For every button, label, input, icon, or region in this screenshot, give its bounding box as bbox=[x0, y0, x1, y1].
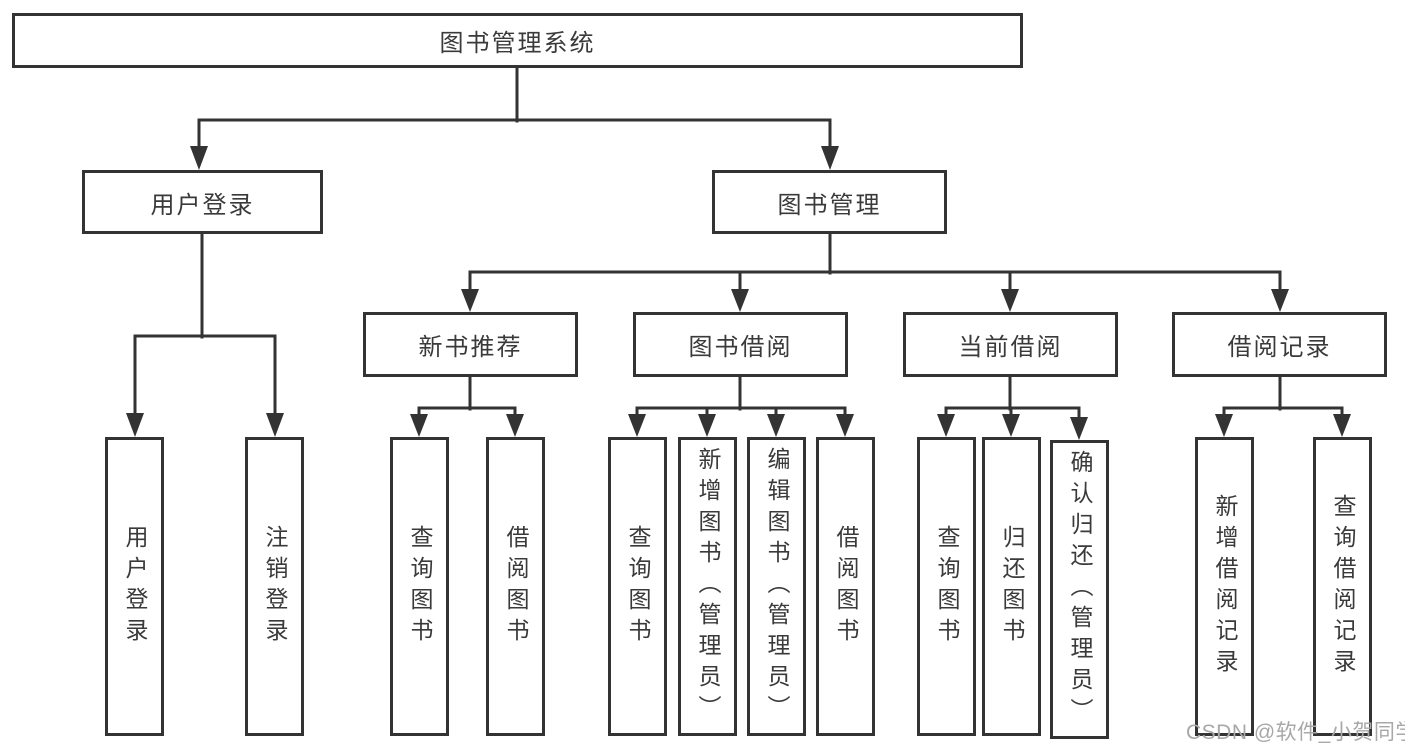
node-new-book-recommend-label: 新书推荐 bbox=[418, 334, 523, 361]
node-leaf-add-borrow-record-label: 新增借阅记录 bbox=[1212, 493, 1238, 680]
node-book-management-label: 图书管理 bbox=[777, 191, 882, 219]
node-leaf-user-login-label: 用户登录 bbox=[122, 524, 148, 649]
node-leaf-query-books-borrow: 查询图书 bbox=[608, 437, 667, 736]
node-borrow-records-label: 借阅记录 bbox=[1227, 334, 1332, 361]
node-leaf-add-borrow-record: 新增借阅记录 bbox=[1195, 437, 1254, 736]
node-leaf-user-login: 用户登录 bbox=[105, 437, 164, 736]
watermark: CSDN @软件_小贺同学 bbox=[1186, 721, 1405, 744]
node-leaf-query-books-current-label: 查询图书 bbox=[934, 524, 960, 649]
node-leaf-query-borrow-record-label: 查询借阅记录 bbox=[1330, 493, 1356, 680]
node-leaf-add-book-admin-label: 新增图书（管理员） bbox=[695, 447, 721, 726]
node-leaf-query-books-borrow-label: 查询图书 bbox=[625, 524, 651, 649]
node-leaf-logout: 注销登录 bbox=[245, 437, 304, 736]
node-book-borrow-label: 图书借阅 bbox=[688, 334, 793, 361]
node-user-login: 用户登录 bbox=[82, 170, 323, 234]
node-leaf-add-book-admin: 新增图书（管理员） bbox=[678, 437, 737, 736]
node-borrow-records: 借阅记录 bbox=[1172, 312, 1387, 377]
node-leaf-return-book: 归还图书 bbox=[982, 437, 1041, 736]
node-leaf-query-borrow-record: 查询借阅记录 bbox=[1313, 437, 1372, 736]
node-leaf-logout-label: 注销登录 bbox=[262, 524, 288, 649]
node-leaf-edit-book-admin-label: 编辑图书（管理员） bbox=[764, 447, 790, 726]
node-leaf-return-book-label: 归还图书 bbox=[999, 524, 1025, 649]
node-leaf-edit-book-admin: 编辑图书（管理员） bbox=[747, 437, 806, 736]
node-leaf-confirm-return-admin-label: 确认归还（管理员） bbox=[1067, 450, 1093, 729]
node-leaf-borrow-books-label: 借阅图书 bbox=[833, 524, 859, 649]
node-leaf-confirm-return-admin: 确认归还（管理员） bbox=[1050, 440, 1109, 739]
node-current-borrow: 当前借阅 bbox=[903, 312, 1118, 377]
node-leaf-borrow-books-recommend-label: 借阅图书 bbox=[503, 524, 529, 649]
node-leaf-borrow-books: 借阅图书 bbox=[816, 437, 875, 736]
node-current-borrow-label: 当前借阅 bbox=[958, 334, 1063, 361]
node-leaf-query-books-recommend: 查询图书 bbox=[390, 437, 449, 736]
node-system-root-label: 图书管理系统 bbox=[439, 30, 596, 57]
node-leaf-borrow-books-recommend: 借阅图书 bbox=[486, 437, 545, 736]
node-new-book-recommend: 新书推荐 bbox=[363, 312, 578, 377]
node-system-root: 图书管理系统 bbox=[12, 13, 1023, 68]
node-book-management: 图书管理 bbox=[712, 170, 947, 234]
node-user-login-label: 用户登录 bbox=[150, 191, 255, 219]
node-leaf-query-books-current: 查询图书 bbox=[917, 437, 976, 736]
node-leaf-query-books-recommend-label: 查询图书 bbox=[407, 524, 433, 649]
node-book-borrow: 图书借阅 bbox=[633, 312, 848, 377]
